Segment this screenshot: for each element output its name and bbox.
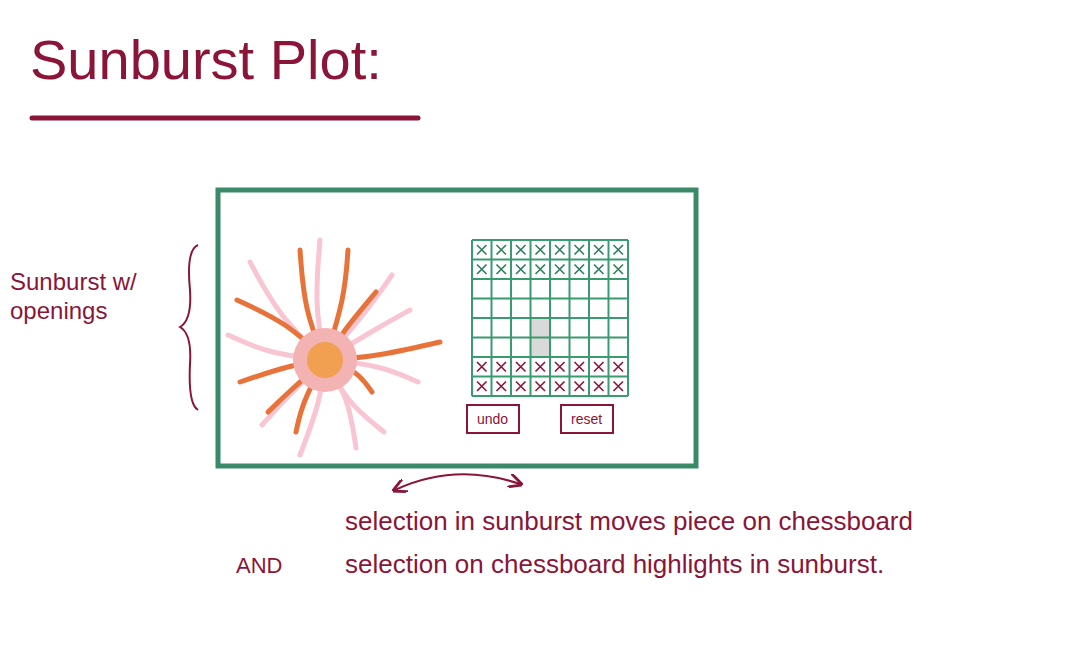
piece-mark [575, 265, 585, 275]
button-box: undo [466, 404, 520, 434]
chessboard-sketch [472, 240, 628, 396]
bracket [180, 245, 198, 410]
grid-line [608, 240, 610, 396]
link-arrow [395, 474, 520, 490]
piece-mark [516, 265, 526, 275]
piece-mark [555, 382, 565, 392]
piece-mark [614, 245, 624, 255]
piece-mark [614, 265, 624, 275]
piece-mark [575, 382, 585, 392]
annotation-text: selection in sunburst moves piece on che… [345, 506, 913, 537]
page-title: Sunburst Plot: [30, 26, 382, 93]
button-label: undo [477, 411, 508, 427]
piece-mark [497, 362, 507, 372]
piece-mark [614, 382, 624, 392]
grid-line [510, 240, 512, 396]
grid-line [491, 240, 493, 396]
sunburst-ring [293, 328, 357, 392]
piece-mark [497, 245, 507, 255]
piece-mark [497, 382, 507, 392]
piece-mark [555, 265, 565, 275]
piece-mark [555, 245, 565, 255]
piece-mark [536, 362, 546, 372]
piece-mark [575, 245, 585, 255]
piece-mark [594, 382, 604, 392]
grid-line [471, 240, 473, 396]
grid-line [588, 240, 590, 396]
piece-mark [536, 245, 546, 255]
piece-mark [614, 362, 624, 372]
piece-mark [477, 382, 487, 392]
piece-mark [477, 245, 487, 255]
button-label: reset [571, 411, 602, 427]
grid-line [627, 240, 629, 396]
piece-mark [575, 362, 585, 372]
piece-mark [516, 362, 526, 372]
piece-mark [536, 382, 546, 392]
panel-frame [218, 190, 696, 466]
piece-mark [594, 362, 604, 372]
piece-mark [594, 265, 604, 275]
piece-mark [536, 265, 546, 275]
piece-mark [516, 382, 526, 392]
piece-mark [594, 245, 604, 255]
bracket-label: Sunburst w/ openings [10, 268, 175, 326]
sunburst-sketch [228, 240, 440, 455]
sunburst-core [307, 342, 343, 378]
piece-mark [497, 265, 507, 275]
grid-line [549, 240, 551, 396]
annotation-text: selection on chessboard highlights in su… [345, 549, 884, 580]
button-box: reset [560, 404, 614, 434]
piece-mark [477, 362, 487, 372]
piece-mark [555, 362, 565, 372]
grid-line [569, 240, 571, 396]
piece-mark [477, 265, 487, 275]
piece-mark [516, 245, 526, 255]
grid-line [530, 240, 532, 396]
title-underline [32, 116, 418, 121]
annotation-text: AND [236, 553, 282, 579]
